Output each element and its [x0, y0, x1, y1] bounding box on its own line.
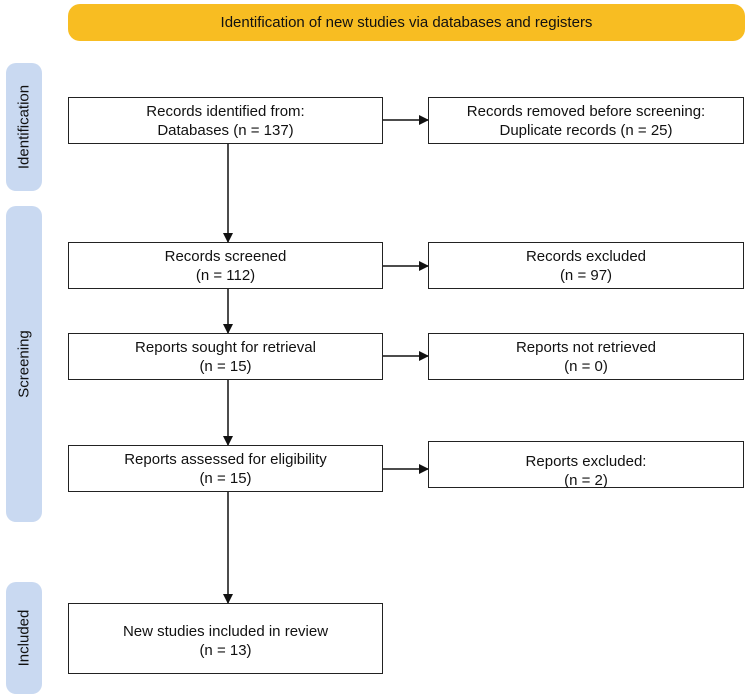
box-reports-sought: Reports sought for retrieval (n = 15)	[68, 333, 383, 380]
box-reports-not-retrieved: Reports not retrieved (n = 0)	[428, 333, 744, 380]
box-records-screened: Records screened (n = 112)	[68, 242, 383, 289]
reports-not-retrieved-line1: Reports not retrieved	[515, 338, 657, 356]
reports-excluded-line1: Reports excluded:	[525, 453, 647, 470]
box-reports-assessed: Reports assessed for eligibility (n = 15…	[68, 445, 383, 492]
phase-screening-label: Screening	[15, 330, 33, 398]
reports-excluded-line2: (n = 2)	[564, 472, 608, 489]
records-excluded-line2: (n = 97)	[559, 266, 613, 284]
reports-not-retrieved-line2: (n = 0)	[564, 357, 608, 375]
header-banner: Identification of new studies via databa…	[68, 4, 745, 41]
studies-included-line1: New studies included in review	[122, 623, 329, 640]
box-records-excluded: Records excluded (n = 97)	[428, 242, 744, 289]
box-reports-excluded: Reports excluded: (n = 2)	[428, 441, 744, 489]
records-identified-line1: Records identified from:	[146, 102, 305, 120]
box-records-identified: Records identified from: Databases (n = …	[68, 97, 383, 144]
reports-assessed-line2: (n = 15)	[199, 469, 252, 487]
box-records-removed: Records removed before screening: Duplic…	[428, 97, 744, 144]
reports-assessed-line1: Reports assessed for eligibility	[124, 450, 327, 468]
banner-title: Identification of new studies via databa…	[220, 14, 593, 31]
records-screened-line1: Records screened	[164, 247, 287, 265]
studies-included-line2: (n = 13)	[199, 642, 252, 659]
box-studies-included: New studies included in review (n = 13)	[68, 603, 383, 674]
phase-included-label: Included	[15, 609, 33, 667]
phase-screening: Screening	[6, 206, 42, 522]
phase-included: Included	[6, 582, 42, 694]
records-removed-line2: Duplicate records (n = 25)	[499, 121, 673, 139]
reports-sought-line2: (n = 15)	[199, 357, 252, 375]
records-removed-line1: Records removed before screening:	[466, 102, 706, 120]
phase-identification: Identification	[6, 63, 42, 191]
records-identified-line2: Databases (n = 137)	[157, 121, 294, 139]
reports-sought-line1: Reports sought for retrieval	[135, 338, 316, 356]
records-screened-line2: (n = 112)	[195, 266, 256, 284]
phase-identification-label: Identification	[15, 84, 33, 170]
records-excluded-line1: Records excluded	[525, 247, 647, 265]
